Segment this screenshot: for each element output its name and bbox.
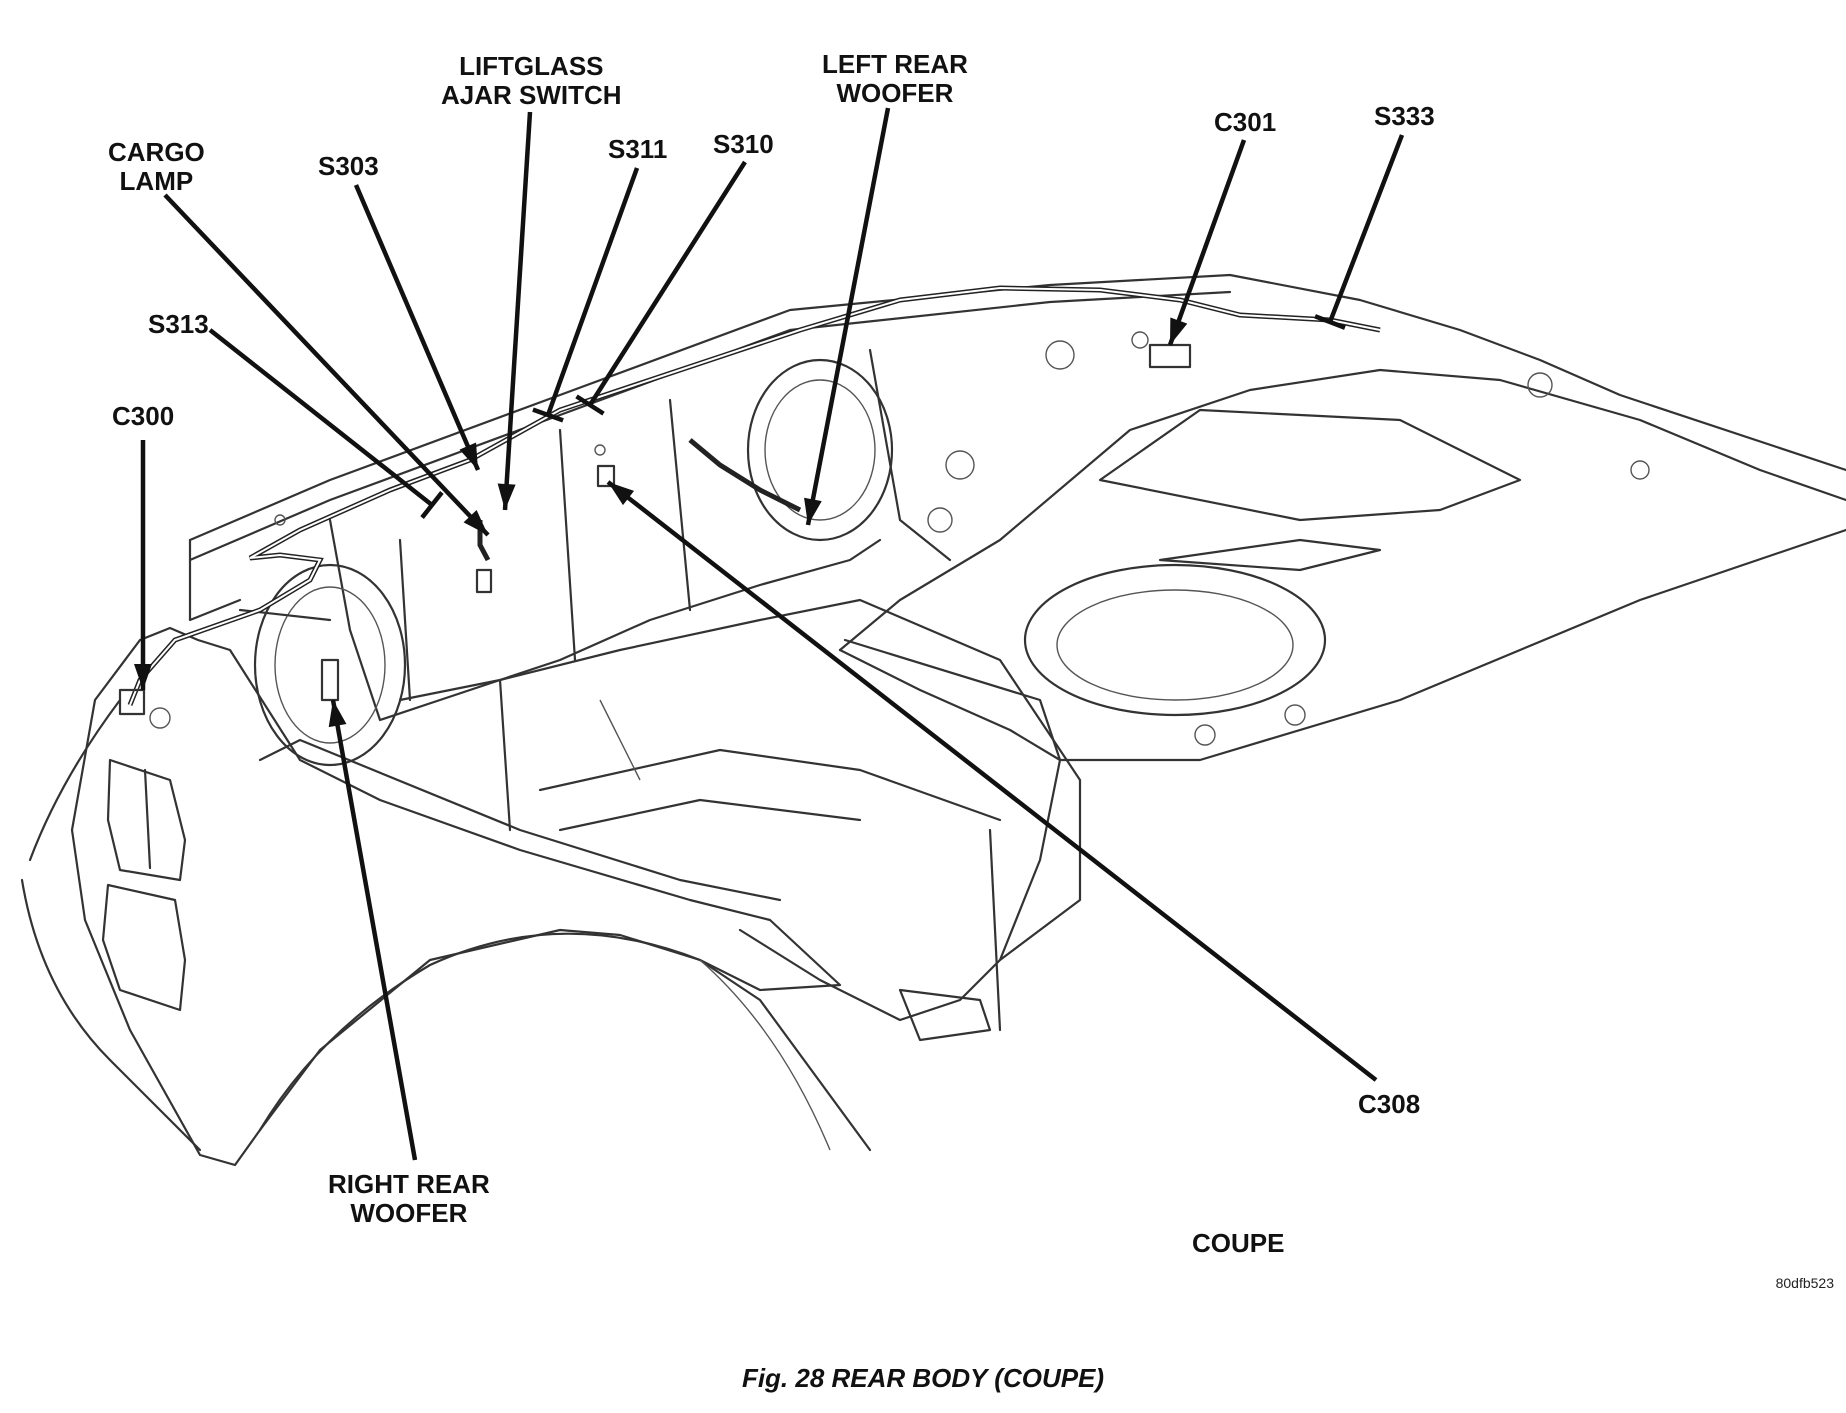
callout-line: LAMP [119, 166, 194, 196]
right-woofer-connector [320, 658, 340, 702]
callout-line: LIFTGLASS [459, 51, 604, 81]
splice-marker-s311 [532, 407, 564, 423]
figure-caption: Fig. 28 REAR BODY (COUPE) [741, 1363, 1105, 1393]
callout-line: WOOFER [836, 78, 954, 108]
leader-line-c301 [1167, 139, 1247, 346]
tail-light-opening-lower [101, 883, 187, 1012]
right-woofer-pod [253, 563, 407, 767]
right-quarter-panel [70, 626, 842, 1167]
callout-cargo-lamp: CARGO LAMP [108, 138, 205, 196]
c308-connector [596, 464, 616, 488]
callout-s303: S303 [318, 152, 379, 181]
callout-s310: S310 [713, 130, 774, 159]
callout-line: S303 [318, 151, 379, 181]
leader-arrowhead-c301 [1170, 317, 1188, 345]
leader-line-s313 [208, 328, 434, 507]
callout-s311: S311 [608, 135, 667, 164]
leader-arrowhead-liftglass-ajar-switch [497, 483, 516, 510]
callout-liftglass-ajar-switch: LIFTGLASS AJAR SWITCH [441, 52, 622, 110]
view-label: COUPE [1192, 1228, 1285, 1258]
leader-arrowhead-c308 [608, 482, 635, 506]
leader-line-liftglass-ajar-switch [502, 111, 533, 511]
callout-line: C300 [112, 401, 175, 431]
leader-line-s333 [1327, 134, 1405, 323]
splice-marker-s313 [420, 491, 444, 519]
leader-line-s311 [545, 167, 640, 416]
callout-s313: S313 [148, 310, 209, 339]
leader-line-c308 [606, 480, 1378, 1082]
splice-marker-s310 [575, 394, 605, 416]
cargo-floor [398, 598, 1082, 1022]
callout-line: S313 [148, 309, 209, 339]
callout-c300: C300 [112, 402, 174, 431]
leader-arrowhead-c300 [134, 664, 152, 690]
c300-connector [118, 688, 146, 716]
callout-line: LEFT REAR [822, 49, 968, 79]
leader-line-s303 [353, 184, 481, 471]
leader-arrowhead-s303 [459, 442, 478, 470]
callout-line: CARGO [108, 137, 205, 167]
tail-light-opening-upper [106, 758, 187, 882]
callout-line: C301 [1214, 107, 1277, 137]
left-woofer-pod [746, 358, 894, 542]
callout-right-rear-woofer: RIGHT REAR WOOFER [328, 1170, 490, 1228]
callout-leaders [134, 107, 1405, 1161]
callout-s333: S333 [1374, 102, 1435, 131]
callout-c308: C308 [1358, 1090, 1420, 1119]
callout-c301: C301 [1214, 108, 1276, 137]
callout-left-rear-woofer: LEFT REAR WOOFER [822, 50, 968, 108]
upper-body-rail [188, 273, 1846, 542]
callout-line: C308 [1358, 1089, 1421, 1119]
c301-connector [1148, 343, 1192, 369]
wiring-harness [118, 285, 1381, 716]
callout-line: S310 [713, 129, 774, 159]
reference-code: 80dfb523 [1775, 1275, 1834, 1291]
callout-line: S311 [608, 134, 668, 164]
vehicle-body-outline [20, 273, 1846, 1167]
callout-line: RIGHT REAR [328, 1169, 490, 1199]
leader-line-right-rear-woofer [330, 699, 418, 1161]
leader-arrowhead-left-rear-woofer [804, 497, 822, 525]
callout-line: WOOFER [350, 1198, 468, 1228]
rear-floor-pan [838, 368, 1846, 652]
inner-side-wall [328, 518, 882, 722]
spare-tire-well [1023, 563, 1327, 717]
leader-line-left-rear-woofer [805, 107, 891, 526]
leader-arrowhead-right-rear-woofer [328, 700, 347, 728]
leader-arrowhead-cargo-lamp [463, 509, 488, 535]
callout-line: AJAR SWITCH [441, 80, 622, 110]
leader-line-s310 [588, 160, 747, 407]
leader-line-cargo-lamp [163, 193, 490, 537]
cargo-lamp-bulb [475, 568, 493, 594]
splice-marker-s333 [1314, 314, 1346, 330]
callout-line: S333 [1374, 101, 1435, 131]
